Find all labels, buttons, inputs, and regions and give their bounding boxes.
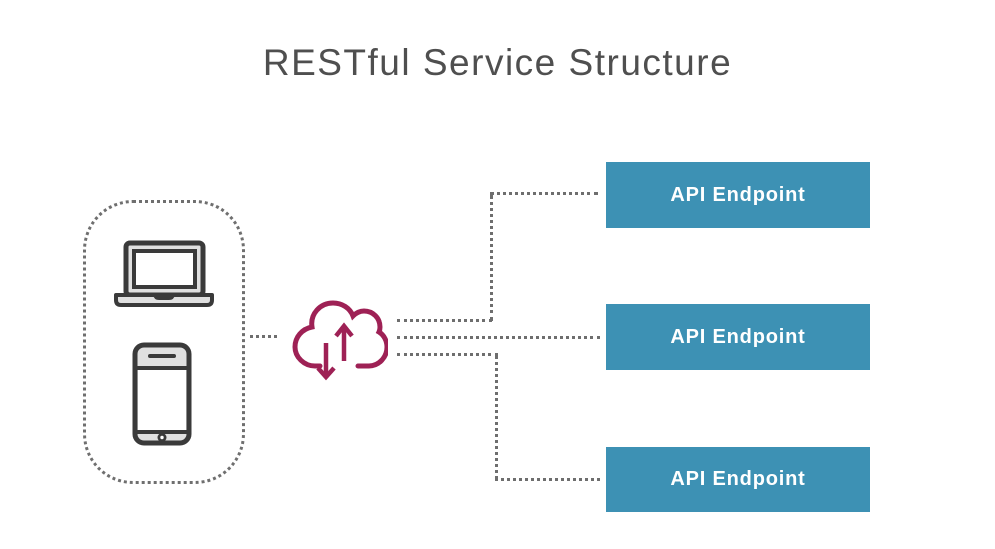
connector-devices-to-cloud	[250, 335, 277, 338]
page-title: RESTful Service Structure	[262, 42, 733, 83]
smartphone-icon	[132, 342, 192, 446]
api-endpoint-box-3: API Endpoint	[606, 447, 870, 512]
connector-top-vertical	[490, 195, 493, 321]
download-arrow	[316, 343, 336, 381]
api-endpoint-label: API Endpoint	[670, 325, 806, 348]
api-endpoint-label: API Endpoint	[670, 468, 806, 490]
client-devices-group	[83, 200, 245, 484]
cloud-sync-icon	[292, 300, 388, 381]
upload-arrow	[334, 322, 354, 361]
connector-bottom-horizontal	[397, 353, 498, 356]
connector-bottom-vertical	[495, 356, 498, 479]
connector-to-endpoint-3	[495, 478, 600, 481]
connector-to-endpoint-2	[397, 336, 600, 339]
api-endpoint-box-1: API Endpoint	[606, 162, 870, 228]
laptop-icon	[114, 240, 214, 307]
api-endpoint-box-2: API Endpoint	[606, 304, 870, 370]
connector-top-horizontal	[397, 319, 492, 322]
connector-to-endpoint-1	[490, 192, 598, 195]
api-endpoint-label: API Endpoint	[670, 183, 806, 206]
